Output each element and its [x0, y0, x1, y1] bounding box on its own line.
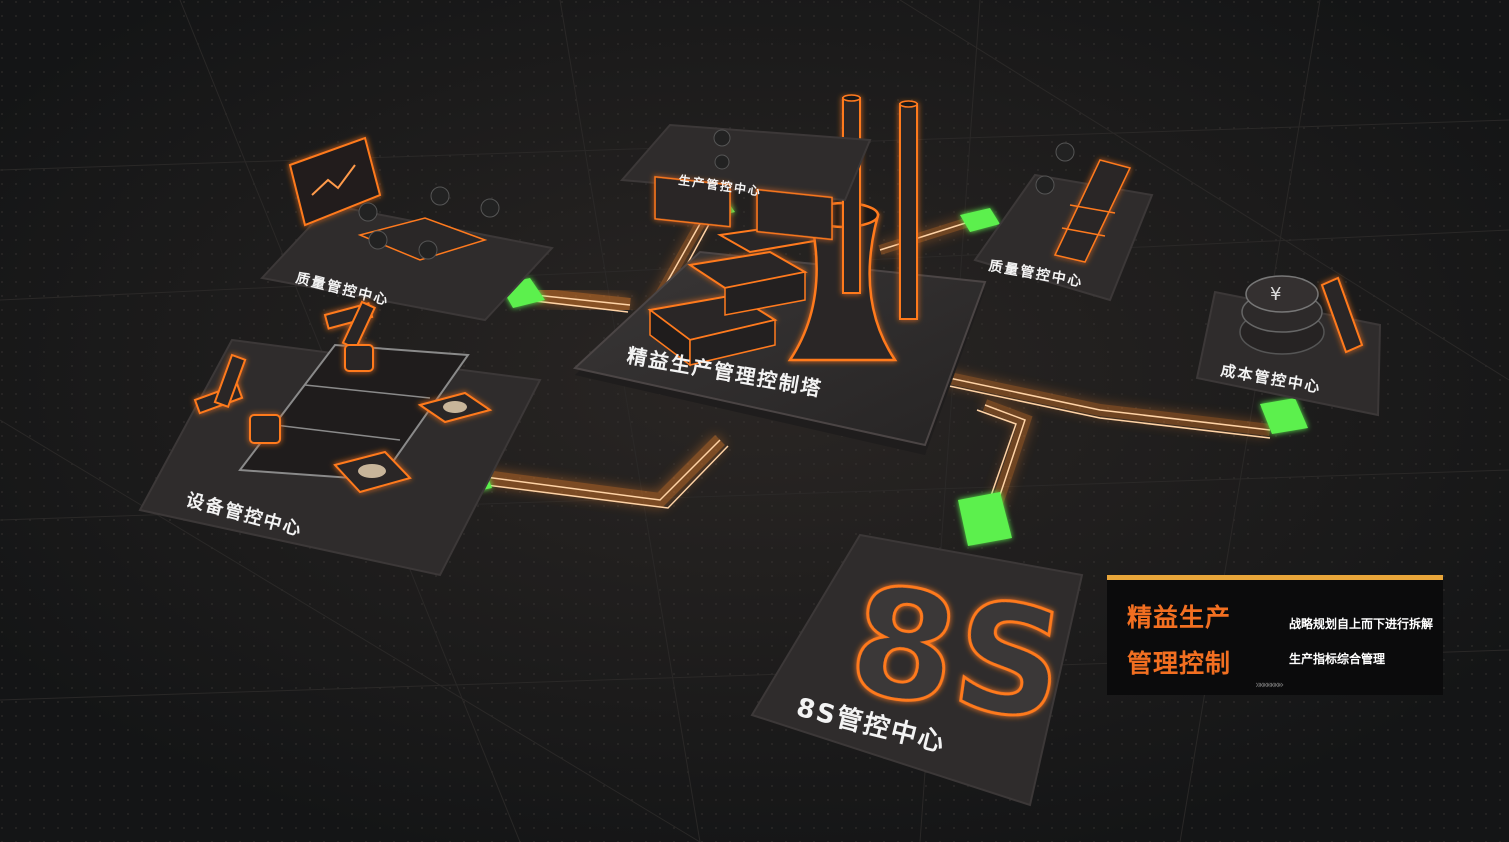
central-platform: 精益生产管理控制塔 — [572, 94, 987, 455]
worker-figure — [418, 240, 438, 260]
worker-figure — [713, 129, 731, 147]
factory-buildings — [647, 223, 824, 367]
quality-node[interactable]: 质量管控中心 — [973, 142, 1154, 302]
worker-figure — [430, 186, 450, 206]
production-node[interactable]: 生产管控中心 — [619, 123, 872, 241]
robot-arm-icon — [323, 300, 377, 372]
connector-8s — [958, 492, 1012, 546]
info-title-line2: 管理控制 — [1127, 649, 1232, 678]
whiteboard-icon — [288, 136, 382, 227]
yuan-icon: ¥ — [1270, 284, 1281, 305]
card-icon — [1320, 276, 1364, 354]
info-desc-line2: 生产指标综合管理 — [1289, 652, 1386, 666]
eight-s-glyph: 8S — [840, 553, 1075, 755]
meeting-table — [357, 217, 488, 261]
connector-cost — [1260, 398, 1308, 434]
conveyor-belt — [238, 343, 470, 482]
connector-quality — [960, 208, 1000, 232]
eight-s-node[interactable]: 8S 8S管控中心 — [750, 533, 1084, 807]
robot-arm-icon — [193, 353, 281, 444]
chevron-decoration-icon: »»»»»»» — [1255, 678, 1284, 691]
worker-figure — [358, 202, 378, 222]
worker-figure — [1055, 142, 1075, 162]
worker-figure — [1035, 175, 1055, 195]
cost-node[interactable]: ¥ 成本管控中心 — [1195, 275, 1382, 417]
worker-figure — [714, 154, 730, 170]
info-title-line1: 精益生产 — [1127, 603, 1232, 632]
worker-figure — [480, 198, 500, 218]
worker-figure — [368, 230, 388, 250]
connector-bundle — [469, 212, 1271, 512]
info-panel: 精益生产 管理控制 战略规划自上而下进行拆解 生产指标综合管理 »»»»»»» — [1107, 575, 1443, 695]
shelf-rack — [1053, 159, 1132, 263]
info-desc-line1: 战略规划自上而下进行拆解 — [1289, 617, 1434, 631]
